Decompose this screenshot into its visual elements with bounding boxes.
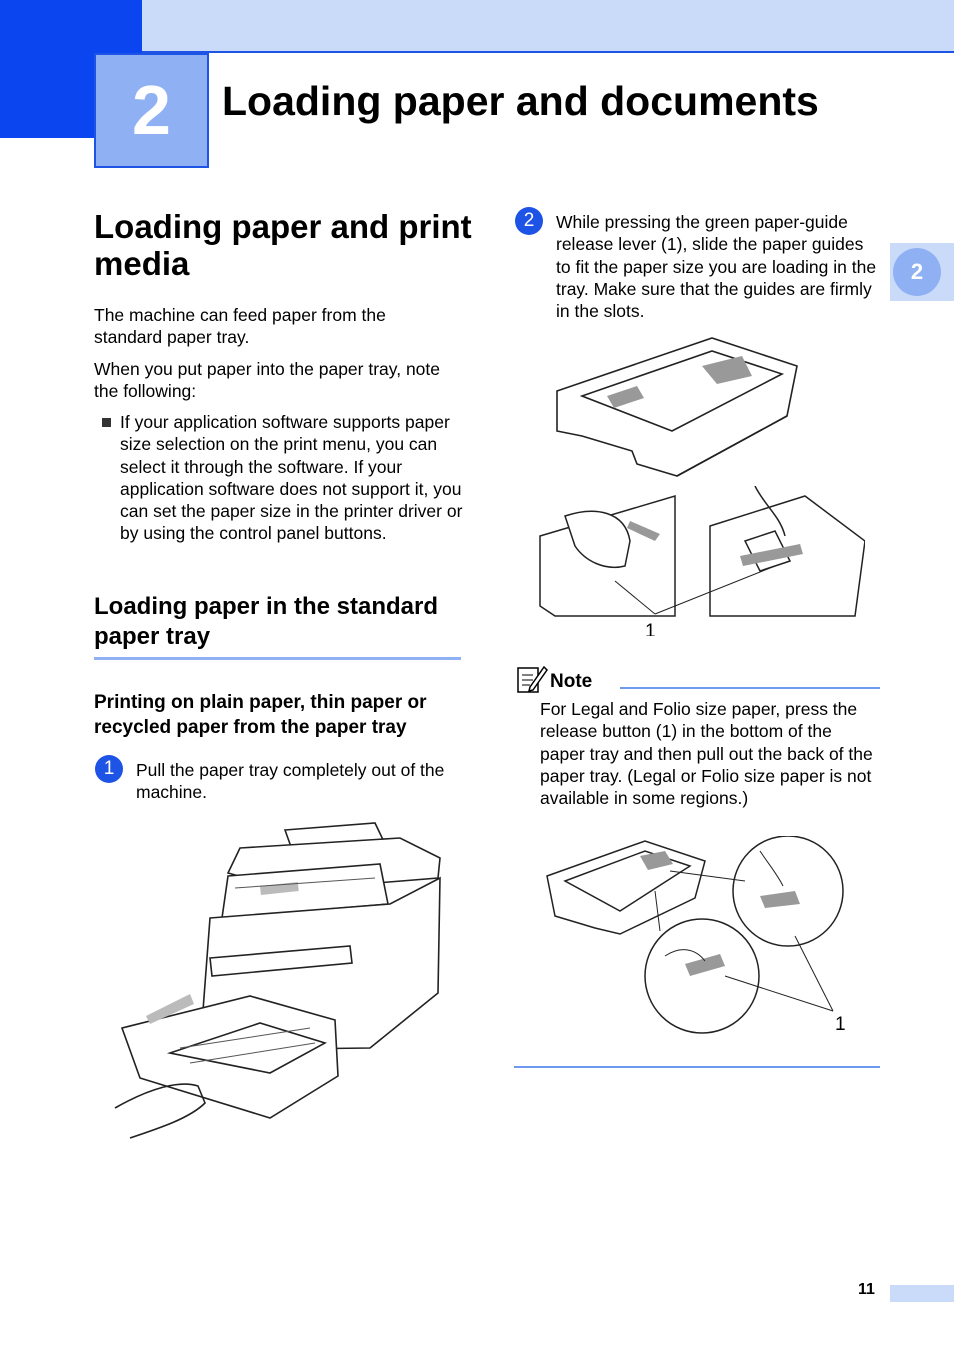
step-2-badge: 2 — [515, 207, 543, 235]
subsection-title: Loading paper in the standard paper tray — [94, 593, 439, 650]
minor-heading: Printing on plain paper, thin paper or r… — [94, 692, 427, 738]
chapter-title: Loading paper and documents — [222, 78, 819, 124]
header-rule — [142, 51, 954, 53]
intro-paragraph-1: The machine can feed paper from the stan… — [94, 305, 386, 348]
chapter-number: 2 — [94, 53, 209, 168]
note-label: Note — [550, 671, 593, 692]
note-pencil-icon — [517, 665, 548, 693]
bullet-text: If your application software supports pa… — [120, 412, 463, 544]
intro-paragraph-2: When you put paper into the paper tray, … — [94, 359, 441, 402]
subsection-rule — [94, 657, 461, 660]
step-2-text: While pressing the green paper-guide rel… — [556, 212, 877, 322]
paper-tray-illustration — [556, 337, 798, 477]
page-number: 11 — [858, 1281, 875, 1298]
note-rule — [620, 687, 880, 689]
note-text: For Legal and Folio size paper, press th… — [540, 699, 873, 809]
step-1-badge: 1 — [95, 755, 123, 783]
printer-tray-illustration — [114, 822, 441, 1139]
section-title: Loading paper and print media — [94, 208, 472, 282]
page-number-tab — [890, 1285, 954, 1302]
header-band — [0, 0, 954, 52]
step-2-callout-label: 1 — [645, 621, 656, 636]
paper-guide-detail-illustration: 1 — [539, 486, 865, 636]
note-end-rule — [514, 1066, 880, 1068]
bullet-square-icon — [102, 418, 111, 427]
step-1-text: Pull the paper tray completely out of th… — [136, 760, 445, 803]
note-callout-label: 1 — [835, 1014, 846, 1035]
release-button-illustration: 1 — [546, 836, 846, 1035]
side-tab-chapter-number: 2 — [893, 248, 941, 296]
